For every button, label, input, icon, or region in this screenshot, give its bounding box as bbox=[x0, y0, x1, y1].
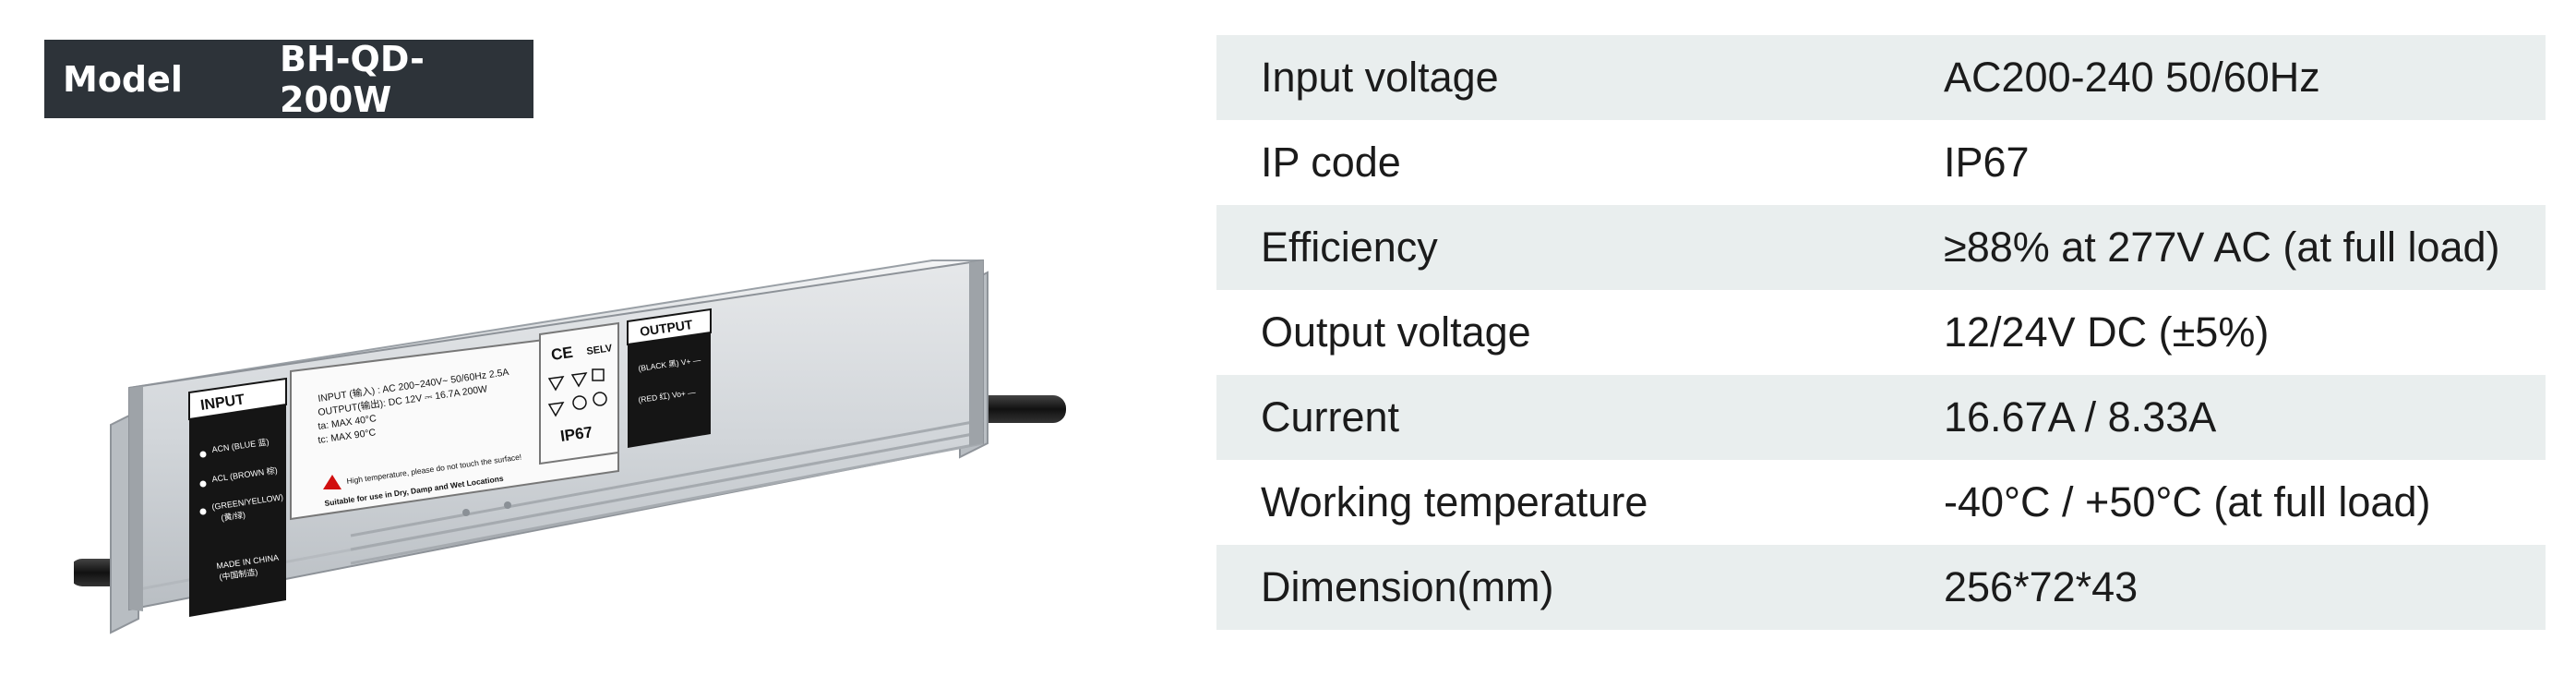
spec-value: AC200-240 50/60Hz bbox=[1944, 35, 2546, 120]
ip-rating: IP67 bbox=[559, 423, 593, 445]
output-panel-title: OUTPUT bbox=[639, 317, 694, 339]
rating-label: INPUT (输入) : AC 200~240V~ 50/60Hz 2.5A O… bbox=[290, 321, 619, 521]
spec-row: Dimension(mm)256*72*43 bbox=[1216, 545, 2546, 630]
certification-icons bbox=[547, 368, 607, 417]
spec-value: IP67 bbox=[1944, 139, 2030, 186]
screw-icon bbox=[462, 509, 470, 516]
spec-label: Dimension(mm) bbox=[1216, 545, 1944, 630]
spec-label: Current bbox=[1216, 375, 1944, 460]
spec-label: Output voltage bbox=[1261, 308, 1531, 356]
ce-mark: CE bbox=[550, 344, 574, 364]
spec-value: -40°C / +50°C (at full load) bbox=[1944, 478, 2431, 525]
model-header: Model BH-QD-200W bbox=[44, 38, 533, 120]
warning-icon bbox=[323, 475, 341, 489]
spec-value: 16.67A / 8.33A bbox=[1944, 375, 2546, 460]
spec-row: Working temperature -40°C / +50°C (at ful… bbox=[1216, 460, 2546, 545]
spec-value: 12/24V DC (±5%) bbox=[1944, 308, 2270, 356]
spec-row: Output voltage 12/24V DC (±5%) bbox=[1216, 290, 2546, 375]
spec-value: ≥88% at 277V AC (at full load) bbox=[1944, 205, 2546, 290]
spec-row: Efficiency≥88% at 277V AC (at full load) bbox=[1216, 205, 2546, 290]
spec-label: Input voltage bbox=[1216, 35, 1944, 120]
end-cap-left bbox=[129, 386, 143, 611]
input-panel: INPUT ACN (BLUE 蓝) ACL (BROWN 棕) (GREEN/… bbox=[188, 377, 287, 617]
spec-label: IP code bbox=[1261, 139, 1401, 186]
spec-label: Efficiency bbox=[1216, 205, 1944, 290]
input-line: (黄/绿) bbox=[221, 509, 246, 523]
product-image: INPUT ACN (BLUE 蓝) ACL (BROWN 棕) (GREEN/… bbox=[69, 231, 1126, 656]
input-panel-title: INPUT bbox=[199, 392, 246, 414]
spec-label: Working temperature bbox=[1261, 478, 1648, 525]
model-value: BH-QD-200W bbox=[280, 38, 425, 120]
output-panel: OUTPUT (BLACK 黑) V+ — (RED 红) Vo+ — bbox=[627, 308, 712, 448]
spec-value: 256*72*43 bbox=[1944, 545, 2546, 630]
screw-icon bbox=[504, 501, 511, 509]
heat-fins bbox=[128, 418, 984, 593]
end-cap-right bbox=[969, 260, 983, 446]
spec-row: IP code IP67 bbox=[1216, 120, 2546, 205]
model-label: Model bbox=[63, 58, 183, 100]
selv-mark: SELV bbox=[586, 343, 614, 357]
